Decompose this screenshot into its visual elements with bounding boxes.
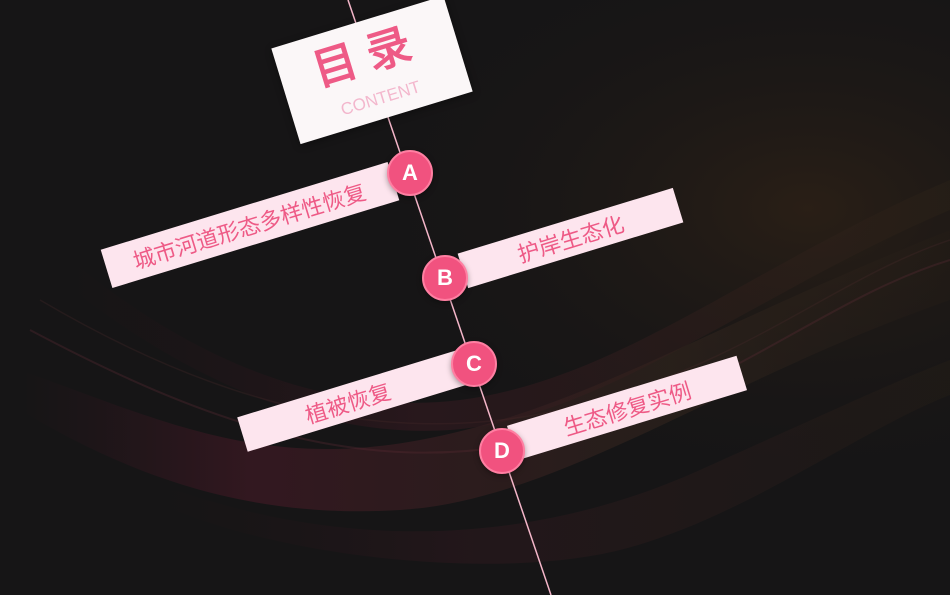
- toc-badge-c[interactable]: C: [451, 341, 497, 387]
- toc-badge-b[interactable]: B: [422, 255, 468, 301]
- toc-badge-d[interactable]: D: [479, 428, 525, 474]
- toc-badge-a[interactable]: A: [387, 150, 433, 196]
